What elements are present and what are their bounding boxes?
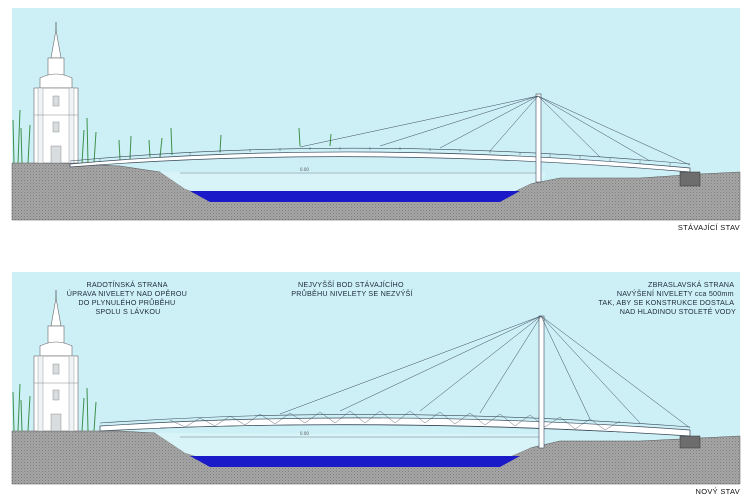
note-center-line: NEJVYŠŠÍ BOD STÁVAJÍCÍHO xyxy=(298,280,404,289)
reeds-left xyxy=(12,109,97,164)
note-left: RADOTÍNSKÁ STRANA ÚPRAVA NIVELETY NAD OP… xyxy=(67,280,189,316)
bridge-new xyxy=(99,315,701,449)
truss-diagonals xyxy=(169,410,621,431)
panel-new: 0.00 xyxy=(11,272,741,496)
state-label: NOVÝ STAV xyxy=(695,487,740,496)
span-label: 0.00 xyxy=(300,431,309,436)
pylon xyxy=(535,93,542,183)
note-left-line: DO PLYNULÉHO PRŮBĚHU xyxy=(78,298,175,307)
river-bed xyxy=(160,172,545,196)
bridge-existing xyxy=(69,93,701,187)
note-center-line: PRŮBĚHU NIVELETY SE NEZVÝŠÍ xyxy=(291,289,413,298)
note-left-line: RADOTÍNSKÁ STRANA xyxy=(86,280,167,289)
note-left-line: ÚPRAVA NIVELETY NAD OPĚROU xyxy=(67,289,187,298)
note-right-line: NAD HLADINOU STOLETÉ VODY xyxy=(620,307,736,316)
note-left-line: SPOLU S LÁVKOU xyxy=(95,307,160,316)
abutment-right xyxy=(679,171,701,187)
stay-cables xyxy=(279,315,691,429)
railing-posts xyxy=(99,147,671,166)
river-water xyxy=(190,191,520,202)
state-label: STÁVAJÍCÍ STAV xyxy=(678,223,740,232)
note-right-line: ZBRASLAVSKÁ STRANA xyxy=(648,280,734,289)
stay-cables xyxy=(299,95,691,166)
abutment-right xyxy=(679,435,701,449)
span-label: 0.00 xyxy=(300,167,309,172)
bridge-railing xyxy=(99,414,691,428)
panel-existing: 0.00 xyxy=(11,8,741,232)
pylon xyxy=(538,315,545,449)
church-icon xyxy=(33,290,79,432)
note-right: ZBRASLAVSKÁ STRANA NAVÝŠENÍ NIVELETY cca… xyxy=(598,280,736,316)
river-bed xyxy=(155,433,545,459)
river-water xyxy=(190,456,520,467)
note-right-line: TAK, ABY SE KONSTRUKCE DOSTALA xyxy=(598,298,734,307)
note-center: NEJVYŠŠÍ BOD STÁVAJÍCÍHO PRŮBĚHU NIVELET… xyxy=(291,280,413,298)
note-right-line: NAVÝŠENÍ NIVELETY cca 500mm xyxy=(617,289,734,298)
church-icon xyxy=(33,22,79,164)
truss-bottom-chord xyxy=(159,424,621,433)
reeds-left xyxy=(12,383,97,432)
